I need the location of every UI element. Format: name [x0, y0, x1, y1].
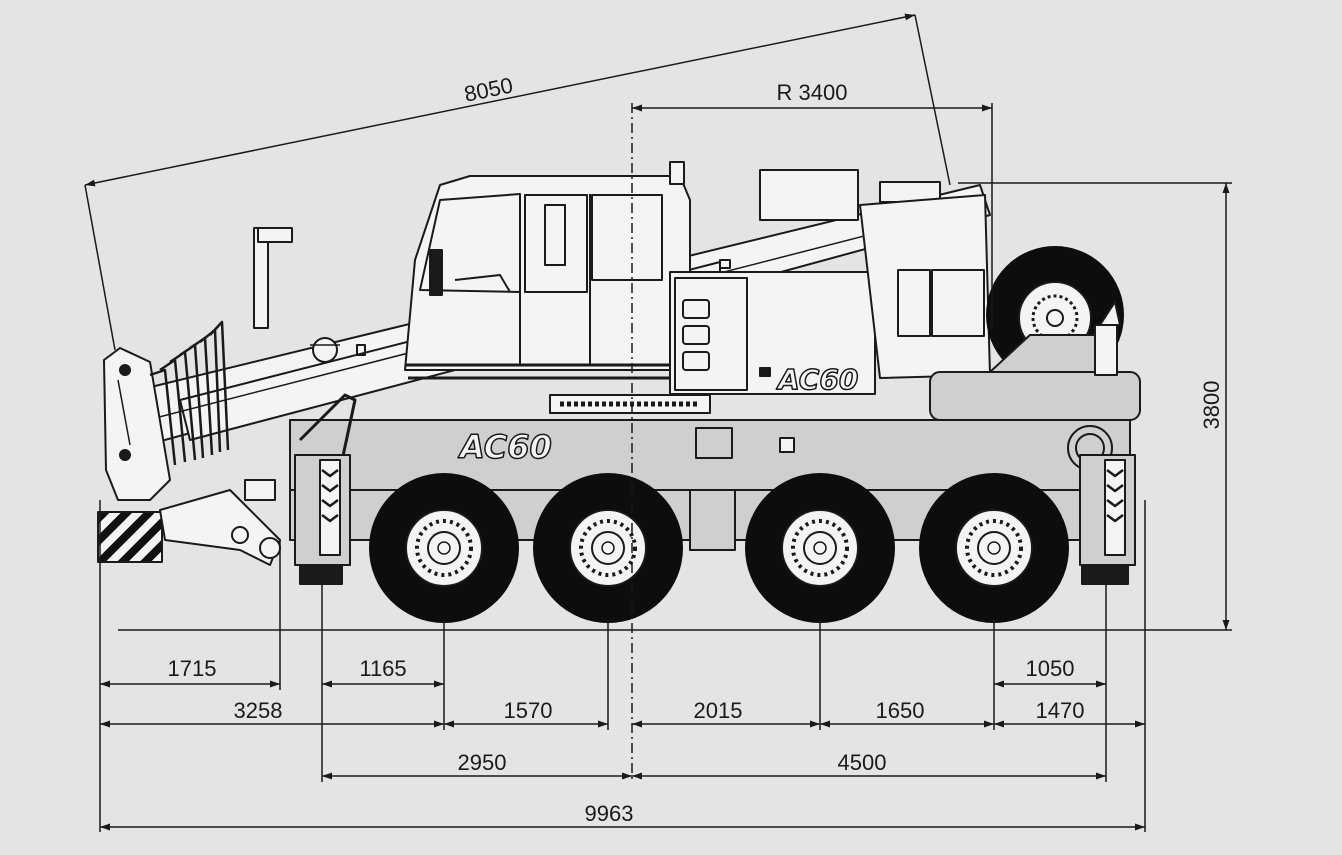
superstructure: AC60: [549, 169, 991, 414]
wheel-1: [369, 473, 519, 623]
dim-overall-length: 9963: [585, 801, 634, 826]
dim-rear-outrigger: 1050: [1026, 656, 1075, 681]
dim-height: 3800: [1199, 381, 1224, 430]
wheel-3: [745, 473, 895, 623]
front-outrigger: [294, 454, 351, 585]
dim-center-to-outrigger: 4500: [838, 750, 887, 775]
boom-head: [103, 227, 293, 501]
dim-axle3-axle4: 1650: [876, 698, 925, 723]
dim-axle2-axle3: 2015: [694, 698, 743, 723]
cab-logo: AC60: [776, 363, 858, 396]
dim-front-overhang: 1715: [168, 656, 217, 681]
dim-boom-length: 8050: [462, 72, 515, 106]
crane-illustration: AC60 AC60: [97, 161, 1141, 623]
dim-rear-overhang: 1470: [1036, 698, 1085, 723]
dimension-labels: 8050 R 3400 3800 1715 1165 1050 3258 157…: [168, 72, 1224, 826]
wheels: [369, 473, 1069, 623]
wheel-4: [919, 473, 1069, 623]
chassis-logo: AC60: [457, 428, 552, 466]
dim-outrigger-to-center: 2950: [458, 750, 507, 775]
crane-cab: [404, 161, 731, 380]
dim-front-outrigger: 1165: [359, 656, 406, 681]
front-bumper: [97, 393, 357, 566]
wheel-2: [533, 473, 683, 623]
dim-front-to-axle2: 3258: [234, 698, 283, 723]
rear-outrigger: [1079, 454, 1136, 585]
dim-radius: R 3400: [777, 80, 848, 105]
dimension-lines: [84, 13, 1232, 832]
dim-axle1-axle2: 1570: [504, 698, 553, 723]
